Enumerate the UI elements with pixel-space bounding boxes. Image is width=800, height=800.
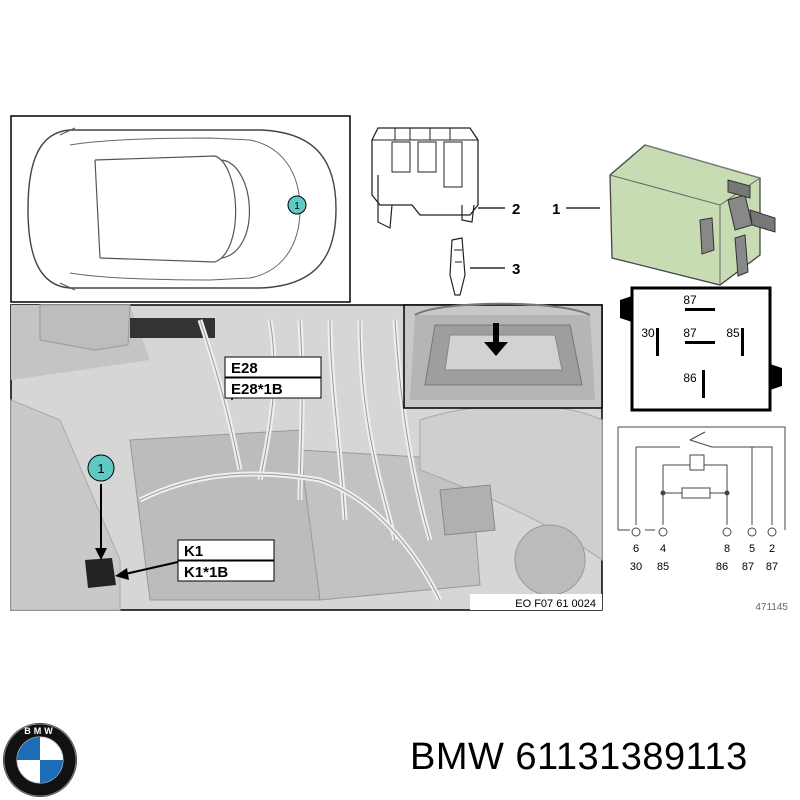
schematic-pin-num: 8 xyxy=(724,543,730,555)
relay-pinout: 87 30 87 85 86 xyxy=(620,286,782,412)
schematic-pin-term: 87 xyxy=(742,561,754,573)
relay-holder-drawing: 2 xyxy=(371,127,520,229)
relay-callout: 1 xyxy=(552,201,560,218)
schematic-pin-term: 85 xyxy=(657,561,669,573)
trunk-arrow-icon xyxy=(484,342,508,356)
schematic-pin-term: 86 xyxy=(716,561,728,573)
holder-callout: 2 xyxy=(512,201,520,218)
schematic-pin-num: 6 xyxy=(633,543,639,555)
terminal-drawing: 3 xyxy=(449,237,520,296)
install-callout-badge xyxy=(87,454,115,482)
bmw-logo: BMW xyxy=(3,723,77,797)
svg-text:BMW: BMW xyxy=(24,726,56,736)
schematic-pin-num: 5 xyxy=(749,543,755,555)
photo-ref-code: EO F07 61 0024 xyxy=(515,598,596,610)
relay-schematic xyxy=(617,426,786,537)
install-callout-label: 1 xyxy=(97,461,104,476)
car-cabin-outline xyxy=(94,155,237,263)
car-callout-badge xyxy=(287,195,307,215)
schematic-pin-labels: 6 30 4 85 8 86 5 87 2 87 471145 xyxy=(630,543,789,613)
pin-label-bottom: 86 xyxy=(683,371,697,385)
schematic-ref: 471145 xyxy=(755,602,788,613)
relay-drawing xyxy=(609,144,776,286)
schematic-pin-term: 87 xyxy=(766,561,778,573)
schematic-pin-num: 2 xyxy=(769,543,775,555)
label-k1: K1 xyxy=(184,543,203,560)
label-k1-1b: K1*1B xyxy=(184,564,228,581)
trunk-inset xyxy=(403,302,603,409)
label-e28-1b: E28*1B xyxy=(231,381,283,398)
brand-part-number: BMW 61131389113 xyxy=(410,736,748,778)
car-top-view-panel: 1 xyxy=(10,115,351,303)
pin-label-left: 30 xyxy=(641,326,655,340)
pin-label-center: 87 xyxy=(683,326,697,340)
terminal-callout: 3 xyxy=(512,261,520,278)
label-e28: E28 xyxy=(231,360,258,377)
car-callout-label: 1 xyxy=(294,201,300,212)
schematic-pin-num: 4 xyxy=(660,543,666,555)
pin-label-top: 87 xyxy=(683,293,697,307)
relay-callout-group: 1 xyxy=(552,201,600,218)
schematic-pin-term: 30 xyxy=(630,561,642,573)
car-body-outline xyxy=(27,129,337,289)
pin-label-right: 85 xyxy=(726,326,740,340)
install-photo: 1 E28 E28*1B K1 K1*1B EO F07 61 0024 xyxy=(10,304,603,611)
